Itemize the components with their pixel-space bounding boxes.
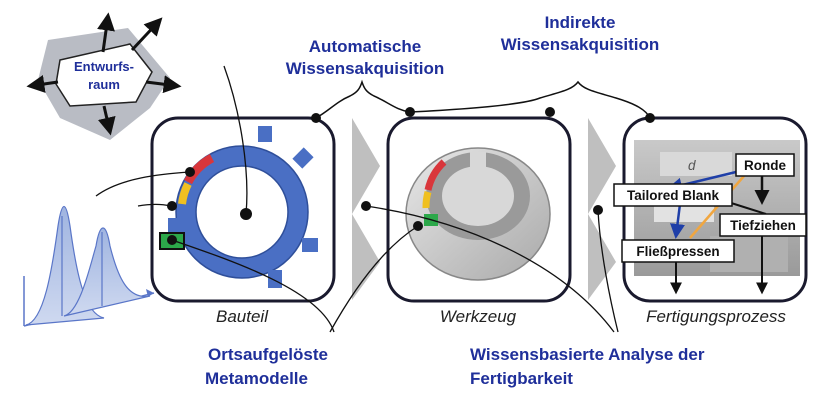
gear-tooth-bottom — [268, 270, 282, 288]
box-fliesspressen-label: Fließpressen — [636, 244, 719, 259]
line-dist-to-red — [95, 171, 191, 197]
design-space-line1: Entwurfs- — [74, 59, 134, 74]
box-tailored-blank — [613, 183, 733, 207]
label-wissens-line1: Wissensbasierte Analyse der — [470, 345, 705, 364]
panel-bauteil: Bauteil — [150, 116, 336, 326]
line-ronde-fliess — [689, 175, 745, 239]
panel-fertigung: d Ronde Tailored Blank Tiefziehen Fließp… — [613, 116, 808, 326]
line-process-to-analysis — [597, 209, 619, 333]
caption-werkzeug: Werkzeug — [440, 307, 517, 326]
box-ronde — [735, 153, 795, 177]
line-part-to-analysis — [365, 205, 615, 333]
label-indirect-line2: Wissensakquisition — [501, 35, 660, 54]
separator-arrow-2 — [588, 118, 616, 214]
label-wissens-line2: Fertigbarkeit — [470, 369, 573, 388]
caption-fertigung: Fertigungsprozess — [646, 307, 786, 326]
dot-red — [185, 167, 195, 177]
dot-bracket-3 — [545, 107, 555, 117]
distribution-graphic — [23, 205, 155, 327]
box-tiefziehen — [719, 213, 807, 237]
dot-process — [593, 205, 603, 215]
dot-bracket-2 — [405, 107, 415, 117]
arrow-tailored-fliess-icon — [670, 203, 685, 239]
label-ortsauf-line1: Ortsaufgelöste — [208, 345, 328, 364]
dot-bracket-4 — [645, 113, 655, 123]
caption-bauteil: Bauteil — [216, 307, 269, 326]
line-tailored-tief — [727, 201, 767, 215]
label-indirect-line1: Indirekte — [545, 13, 616, 32]
tool-highlight-yellow — [422, 191, 432, 209]
arrow-right-icon — [145, 75, 182, 94]
separator-arrow-2b — [588, 214, 616, 300]
distribution-arrow-icon — [146, 289, 154, 297]
box-tiefziehen-label: Tiefziehen — [730, 218, 796, 233]
dot-yellow — [167, 201, 177, 211]
tool-notch — [470, 152, 486, 168]
box-tailored-blank-label: Tailored Blank — [627, 188, 720, 203]
gear-tooth-right — [302, 238, 318, 252]
design-space-frame — [55, 43, 153, 107]
box-fliesspressen — [621, 239, 735, 263]
line-tool-to-ortsauf — [329, 225, 419, 333]
label-ortsauf-line2: Metamodelle — [205, 369, 308, 388]
bracket-indirect — [409, 80, 651, 119]
arrow-left-icon — [26, 75, 59, 93]
box-ronde-label: Ronde — [744, 158, 786, 173]
gear-tooth-top — [258, 126, 272, 142]
dot-tool-green — [413, 221, 423, 231]
bracket-automatic — [315, 79, 411, 119]
tool-highlight-red — [424, 159, 447, 191]
gear-tooth-upperright — [292, 147, 314, 169]
separator-arrow-1 — [352, 118, 380, 214]
dot-bracket-1 — [311, 113, 321, 123]
highlight-yellow — [178, 182, 192, 205]
process-die-top — [660, 152, 732, 176]
design-space-line2: raum — [88, 77, 120, 92]
arrow-upright-icon — [130, 17, 163, 52]
arrow-down-icon — [97, 105, 116, 136]
panel-werkzeug: Werkzeug — [386, 116, 572, 326]
label-automatic-line2: Wissensakquisition — [286, 59, 445, 78]
dim-label: d — [688, 158, 696, 173]
line-design-to-part — [223, 65, 248, 215]
bell-curve-2 — [63, 227, 151, 317]
separator-arrow-1b — [352, 214, 380, 300]
highlight-red — [184, 154, 215, 185]
arrow-up-icon — [97, 12, 115, 53]
design-space-graphic: Entwurfs- raum — [26, 12, 182, 140]
dot-part-center — [240, 208, 252, 220]
dot-separator — [361, 201, 371, 211]
gear-tooth-left — [168, 218, 184, 232]
tool-core — [442, 166, 514, 226]
label-automatic-line1: Automatische — [309, 37, 421, 56]
line-green-to-ortsauf — [171, 239, 335, 333]
